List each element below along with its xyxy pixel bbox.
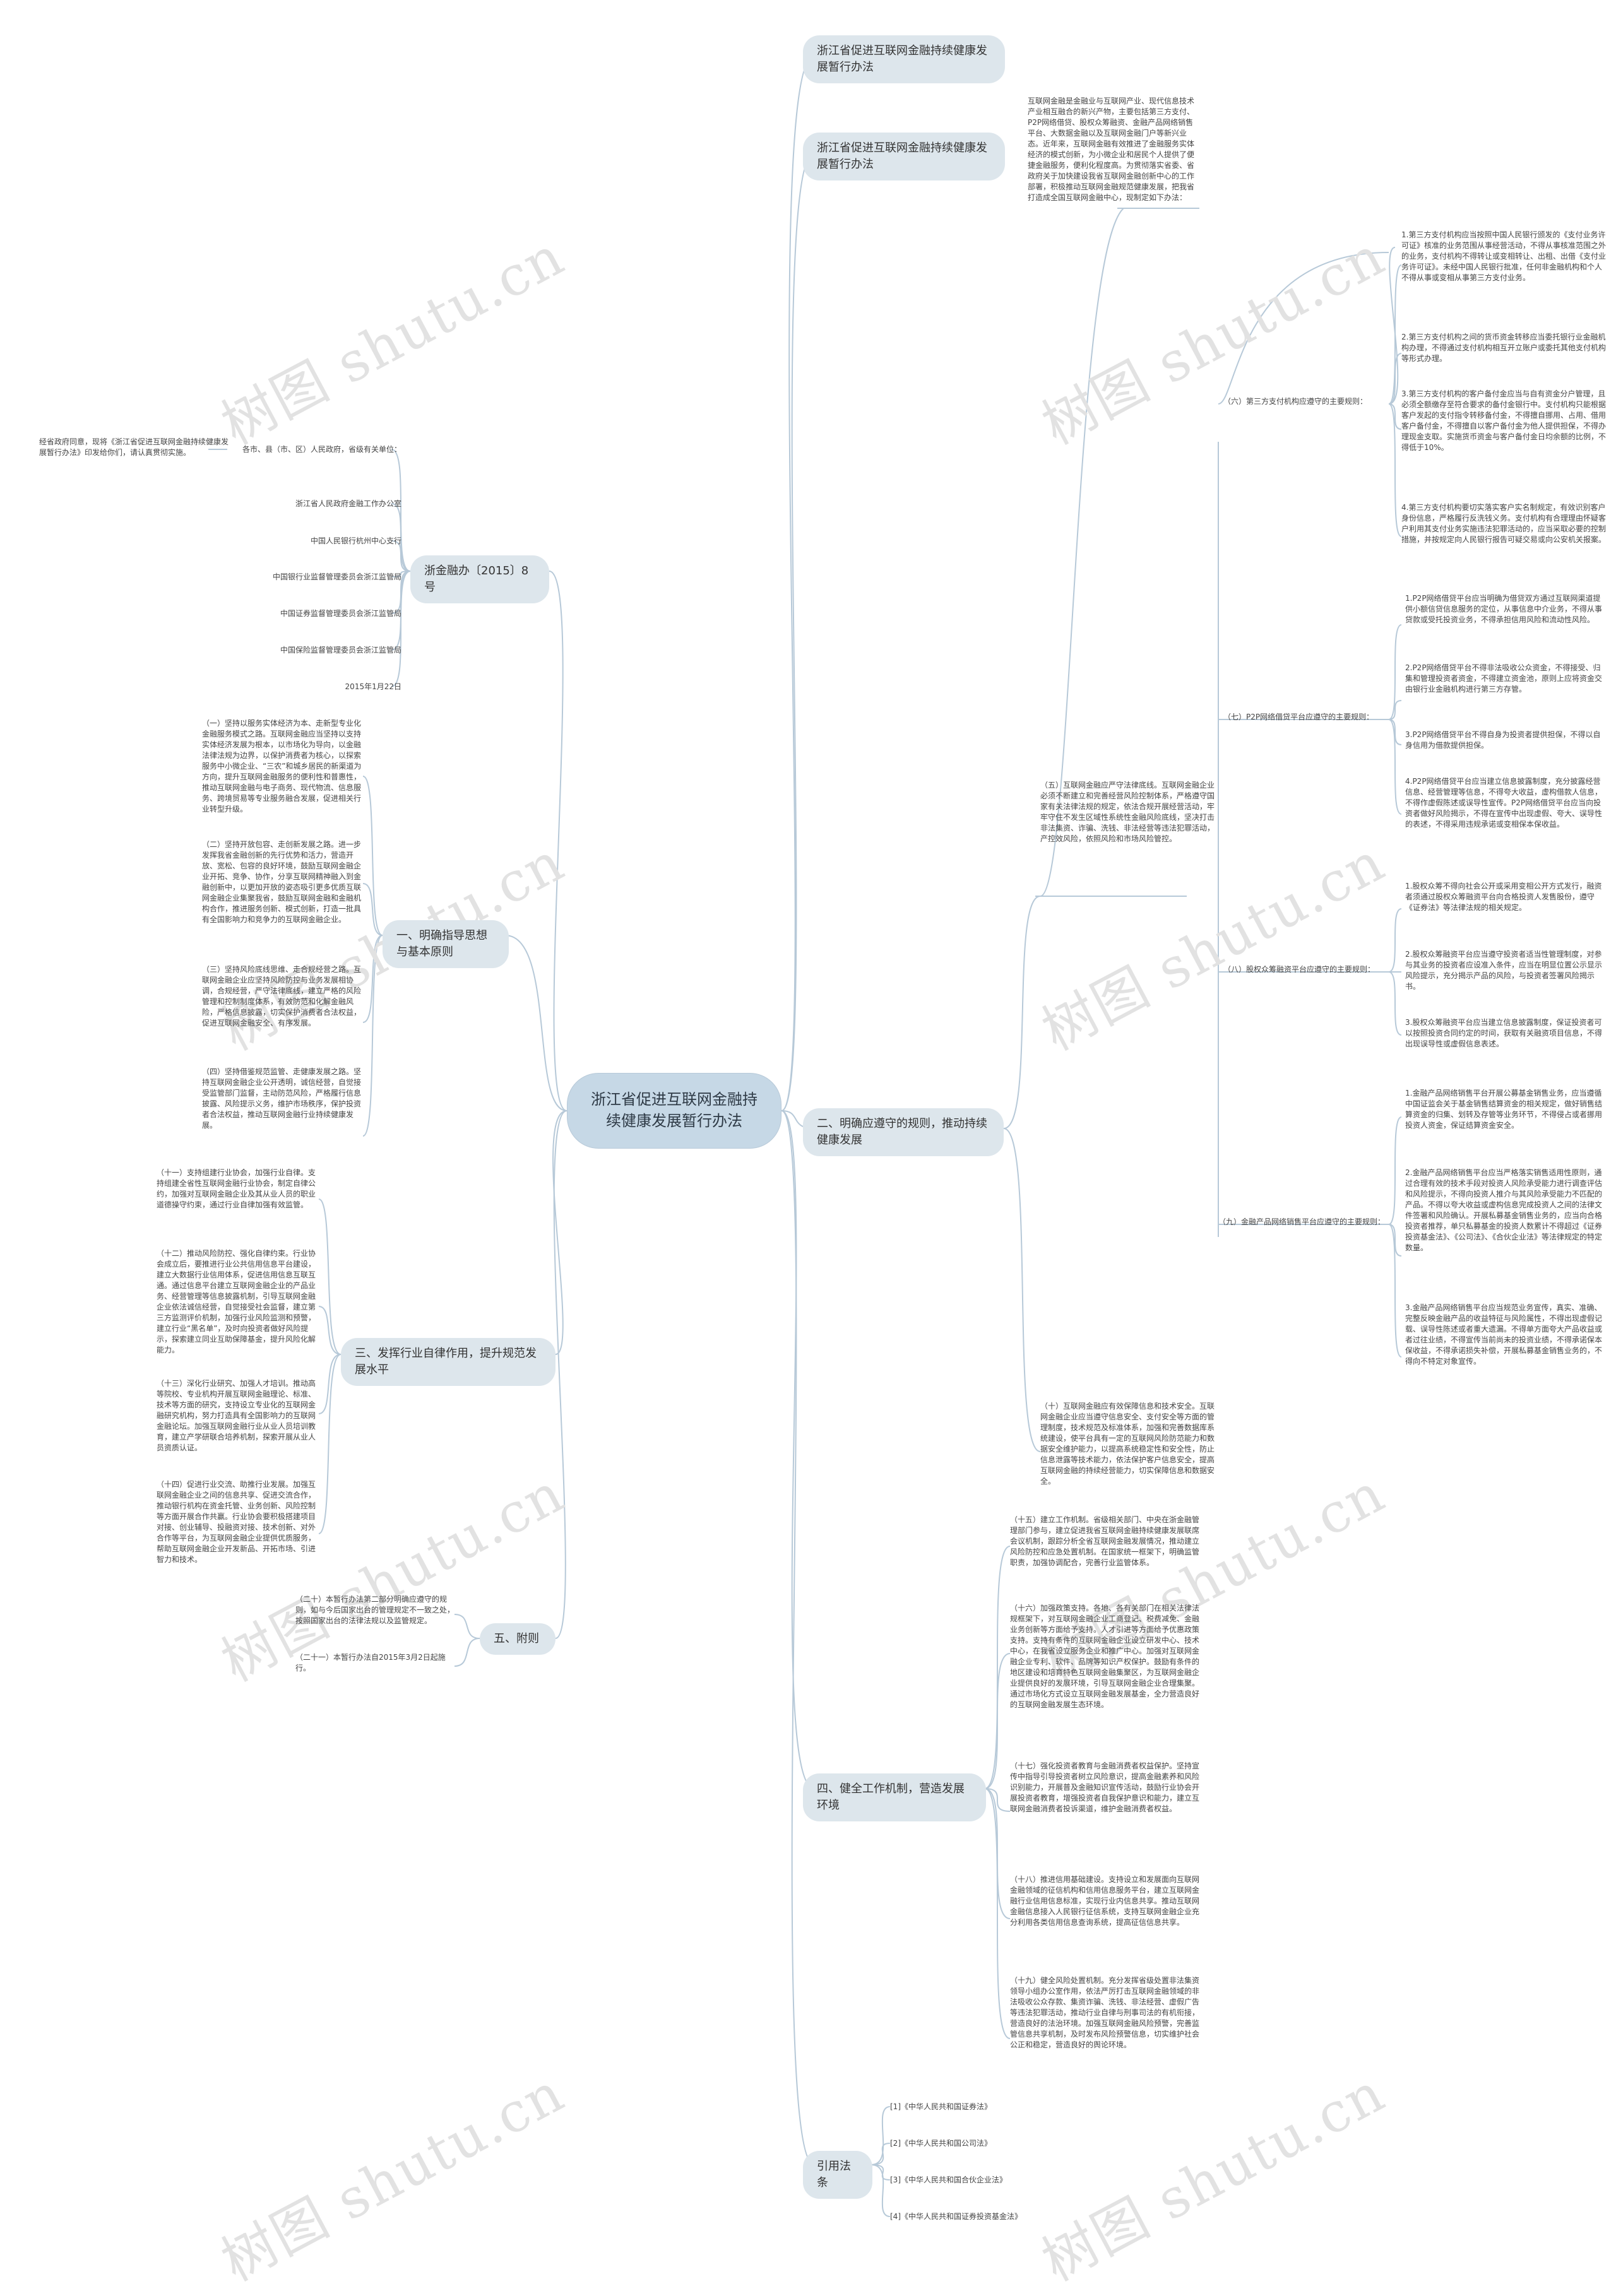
s7-item: 1.P2P网络借贷平台应当明确为借贷双方通过互联网渠道提供小额信贷信息服务的定位… [1405, 594, 1603, 624]
s7-item: 2.P2P网络借贷平台不得非法吸收公众资金，不得接受、归集和管理投资者资金，不得… [1405, 663, 1603, 694]
s6-item: 3.第三方支付机构的客户备付金应当与自有资金分户管理，且必须全额缴存至符合要求的… [1401, 389, 1607, 452]
branch-section-2[interactable]: 二、明确应遵守的规则，推动持续健康发展 [803, 1108, 1004, 1156]
s1-item: （二）坚持开放包容、走创新发展之路。进一步发挥我省金融创新的先行优势和活力，营造… [202, 840, 362, 924]
s6-item: 1.第三方支付机构应当按照中国人民银行颁发的《支付业务许可证》核准的业务范围从事… [1401, 230, 1607, 282]
s8-item: 2.股权众筹融资平台应当遵守投资者适当性管理制度，对参与其业务的投资者应设准入条… [1405, 950, 1603, 991]
s8-item: 3.股权众筹融资平台应当建立信息披露制度，保证投资者可以按照投资合同约定的时间，… [1405, 1018, 1603, 1048]
s4-item: （十六）加强政策支持。各地、各有关部门在相关法律法规框架下，对互联网金融企业工商… [1010, 1604, 1200, 1709]
s10-text: （十）互联网金融应有效保障信息和技术安全。互联网金融企业应当遵守信息安全、支付安… [1040, 1402, 1215, 1486]
root-node[interactable]: 浙江省促进互联网金融持续健康发展暂行办法 [567, 1073, 781, 1149]
s9-item: 1.金融产品网络销售平台开展公募基金销售业务，应当遵循中国证监会关于基金销售结算… [1405, 1089, 1603, 1130]
s8-label: （八）股权众筹融资平台应遵守的主要规则： [1223, 965, 1375, 974]
s3-item: （十一）支持组建行业协会，加强行业自律。支持组建全省性互联网金融行业协会，制定自… [157, 1168, 316, 1209]
s3-item: （十二）推动风险防控、强化自律约束。行业协会成立后，要推进行业公共信用信息平台建… [157, 1249, 316, 1354]
law-item[interactable]: [2]《中华人民共和国公司法》 [890, 2139, 992, 2148]
issuer: 中国银行业监督管理委员会浙江监管局 [272, 572, 401, 581]
branch-title-1[interactable]: 浙江省促进互联网金融持续健康发展暂行办法 [803, 35, 1005, 83]
issue-date: 2015年1月22日 [345, 682, 401, 691]
law-item[interactable]: [1]《中华人民共和国证券法》 [890, 2102, 992, 2111]
issuer: 中国保险监督管理委员会浙江监管局 [280, 646, 401, 654]
branch-section-4[interactable]: 四、健全工作机制，营造发展环境 [803, 1773, 986, 1821]
s3-item: （十四）促进行业交流、助推行业发展。加强互联网金融企业之间的信息共享、促进交流合… [157, 1480, 316, 1564]
s1-item: （三）坚持风险底线思维、走合规经营之路。互联网金融企业应坚持风险防控与业务发展相… [202, 965, 362, 1027]
s7-label: （七）P2P网络借贷平台应遵守的主要规则： [1223, 713, 1374, 721]
branch-section-5[interactable]: 五、附则 [480, 1623, 556, 1655]
s7-item: 3.P2P网络借贷平台不得自身为投资者提供担保，不得以自身信用为借款提供担保。 [1405, 730, 1601, 750]
issuer: 浙江省人民政府金融工作办公室 [295, 499, 401, 508]
s5-text: （五）互联网金融应严守法律底线。互联网金融企业必须不断建立和完善经营风险控制体系… [1040, 781, 1215, 843]
s6-label: （六）第三方支付机构应遵守的主要规则： [1223, 397, 1368, 406]
law-item[interactable]: [3]《中华人民共和国合伙企业法》 [890, 2175, 1007, 2184]
issuer: 中国证券监督管理委员会浙江监管局 [280, 609, 401, 618]
s5-item: （二十一）本暂行办法自2015年3月2日起施行。 [295, 1653, 446, 1672]
s8-item: 1.股权众筹不得向社会公开或采用变相公开方式发行，融资者须通过股权众筹融资平台向… [1405, 882, 1602, 912]
s9-item: 2.金融产品网络销售平台应当严格落实销售适用性原则，通过合理有效的技术手段对投资… [1405, 1168, 1603, 1252]
s4-item: （十七）强化投资者教育与金融消费者权益保护。坚持宣传中指导引导投资者树立风险意识… [1010, 1761, 1200, 1813]
intro-text: 互联网金融是金融业与互联网产业、现代信息技术产业相互融合的新兴产物，主要包括第三… [1028, 97, 1195, 202]
branch-doc-number[interactable]: 浙金融办〔2015〕8号 [410, 555, 549, 603]
s4-item: （十九）健全风险处置机制。充分发挥省级处置非法集资领导小组办公室作用，依法严厉打… [1010, 1976, 1200, 2049]
branch-title-2[interactable]: 浙江省促进互联网金融持续健康发展暂行办法 [803, 133, 1005, 180]
s7-item: 4.P2P网络借贷平台应当建立信息披露制度，充分披露经营信息、经营管理等信息，不… [1405, 777, 1603, 829]
recipients: 各市、县（市、区）人民政府，省级有关单位： [242, 445, 401, 454]
s5-item: （二十）本暂行办法第二部分明确应遵守的规则，如与今后国家出台的管理规定不一致之处… [295, 1595, 455, 1625]
branch-section-3[interactable]: 三、发挥行业自律作用，提升规范发展水平 [341, 1338, 556, 1386]
s6-item: 4.第三方支付机构要切实落实客户实名制规定，有效识别客户身份信息，严格履行反洗钱… [1401, 503, 1607, 544]
s9-label: （九）金融产品网络销售平台应遵守的主要规则： [1218, 1217, 1386, 1226]
branch-laws[interactable]: 引用法条 [803, 2151, 872, 2199]
law-item[interactable]: [4]《中华人民共和国证券投资基金法》 [890, 2212, 1022, 2221]
approval-text: 经省政府同意，现将《浙江省促进互联网金融持续健康发展暂行办法》印发给你们，请认真… [39, 437, 229, 457]
s4-item: （十五）建立工作机制。省级相关部门、中央在浙金融管理部门参与，建立促进我省互联网… [1010, 1515, 1200, 1567]
s1-item: （一）坚持以服务实体经济为本、走新型专业化金融服务模式之路。互联网金融应当坚持以… [202, 719, 362, 814]
s3-item: （十三）深化行业研究、加强人才培训。推动高等院校、专业机构开展互联网金融理论、标… [157, 1379, 316, 1452]
issuer: 中国人民银行杭州中心支行 [310, 536, 401, 545]
s1-item: （四）坚持借鉴规范监管、走健康发展之路。坚持互联网金融企业公开透明，诚信经营，自… [202, 1067, 362, 1130]
s6-item: 2.第三方支付机构之间的货币资金转移应当委托银行业金融机构办理，不得通过支付机构… [1401, 333, 1607, 363]
s9-item: 3.金融产品网络销售平台应当规范业务宣传，真实、准确、完整反映金融产品的收益特征… [1405, 1303, 1603, 1366]
s4-item: （十八）推进信用基础建设。支持设立和发展面向互联网金融领域的征信机构和信用信息服… [1010, 1875, 1200, 1927]
branch-section-1[interactable]: 一、明确指导思想与基本原则 [383, 920, 509, 968]
